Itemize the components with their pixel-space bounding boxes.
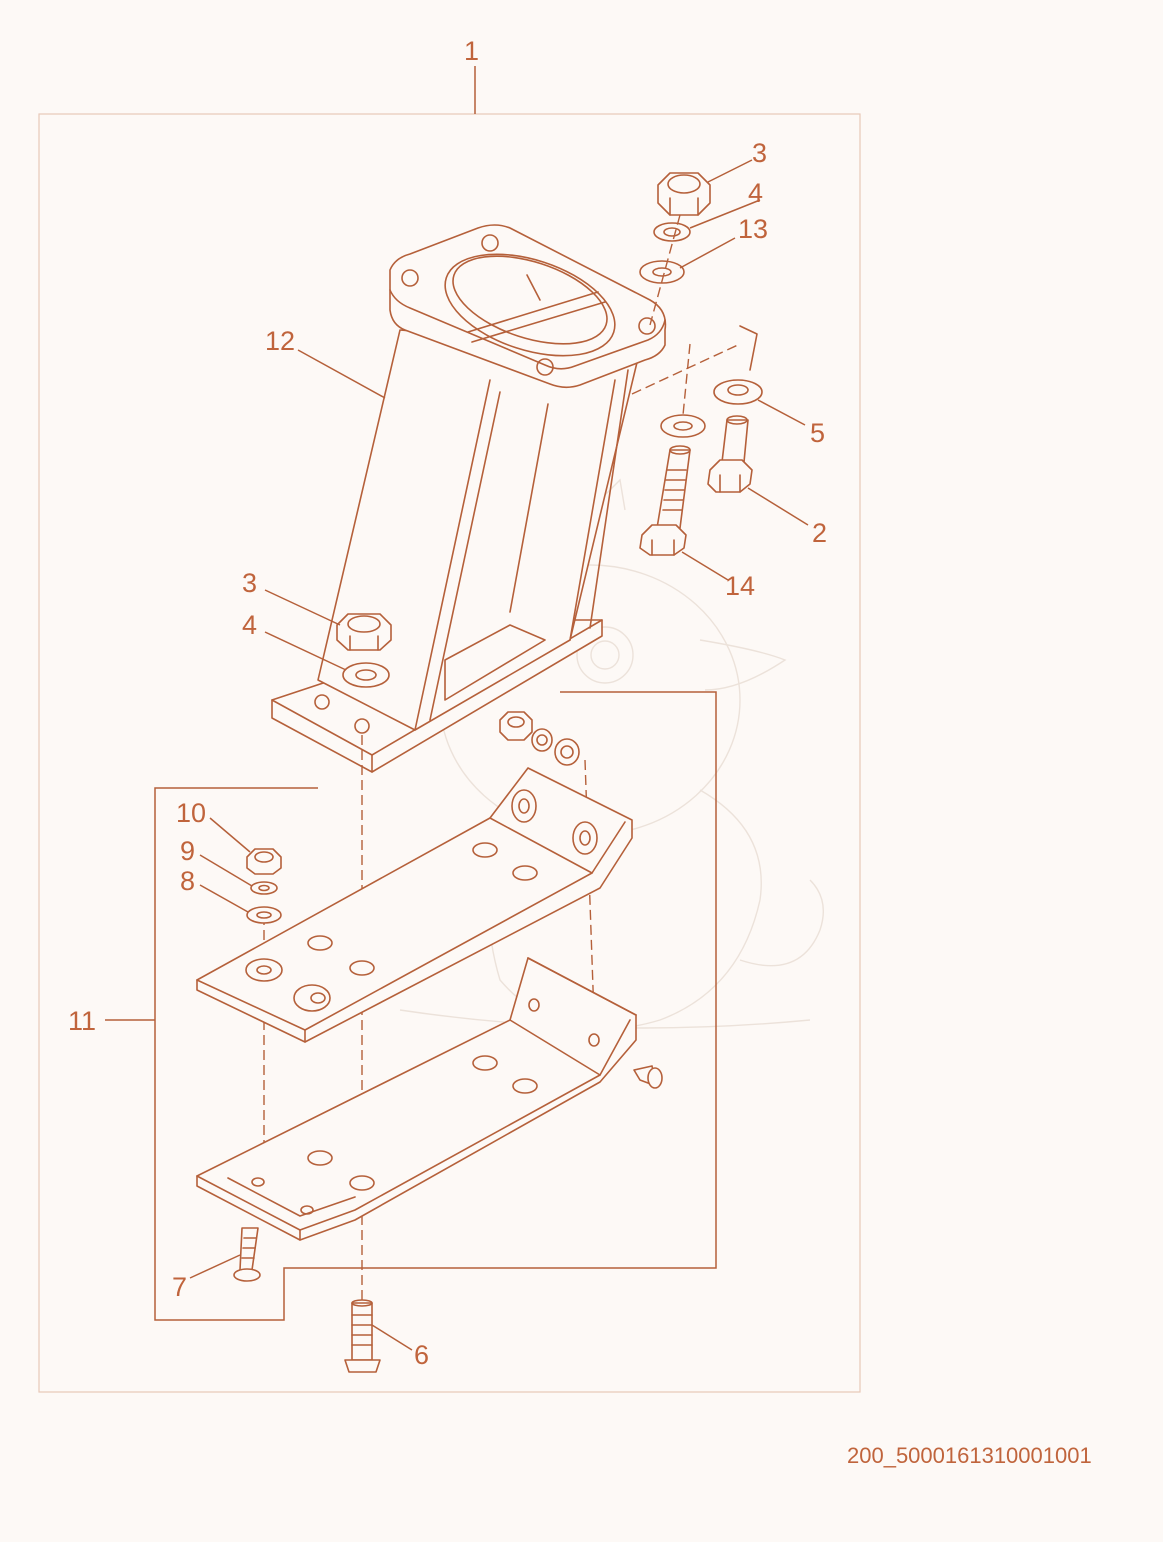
callout-2: 2 bbox=[812, 518, 827, 548]
callout-14: 14 bbox=[725, 571, 755, 601]
part-10-nut bbox=[246, 848, 282, 875]
callout-4-lower: 4 bbox=[242, 610, 257, 640]
assembly-frame bbox=[38, 113, 861, 1393]
callout-11: 11 bbox=[68, 1006, 96, 1036]
nut-washer-group-middle bbox=[499, 711, 580, 766]
hidden-line bbox=[649, 214, 681, 326]
part-13-washer bbox=[639, 260, 685, 284]
part-11-group-bracket bbox=[154, 691, 717, 1321]
callout-3-top: 3 bbox=[752, 138, 767, 168]
callout-12: 12 bbox=[265, 326, 295, 356]
leader-lines bbox=[189, 159, 809, 1351]
callout-labels: 1 3 4 13 5 2 14 12 3 4 10 9 8 11 7 6 bbox=[68, 36, 827, 1370]
lower-base-plate bbox=[196, 957, 637, 1241]
callout-7: 7 bbox=[172, 1272, 187, 1302]
upper-adapter-plate bbox=[196, 767, 633, 1043]
callout-6: 6 bbox=[414, 1340, 429, 1370]
part-12-stand-column bbox=[271, 224, 667, 773]
part-14-long-bolt bbox=[639, 343, 706, 556]
callout-3-lower: 3 bbox=[242, 568, 257, 598]
hidden-line-corner bbox=[739, 325, 758, 371]
part-3-nut-top bbox=[657, 172, 711, 216]
drawing-code: 200_5000161310001001 bbox=[847, 1443, 1092, 1468]
part-2-bolt bbox=[707, 415, 753, 493]
part-7-screw bbox=[233, 1227, 261, 1282]
part-4-washer-lower bbox=[342, 662, 390, 688]
callout-4-top: 4 bbox=[748, 178, 763, 208]
part-9-washer bbox=[250, 881, 278, 895]
callout-10: 10 bbox=[176, 798, 206, 828]
callout-13: 13 bbox=[738, 214, 768, 244]
callout-8: 8 bbox=[180, 866, 195, 896]
side-screw bbox=[633, 1065, 663, 1089]
callout-5: 5 bbox=[810, 418, 825, 448]
part-8-washer bbox=[246, 906, 282, 924]
part-6-screw bbox=[344, 1299, 381, 1373]
part-3-nut-lower bbox=[336, 613, 392, 651]
callout-9: 9 bbox=[180, 836, 195, 866]
part-5-washer bbox=[713, 379, 763, 405]
part-4-washer-top bbox=[653, 222, 691, 242]
hidden-line bbox=[631, 343, 741, 395]
callout-1: 1 bbox=[464, 36, 479, 66]
